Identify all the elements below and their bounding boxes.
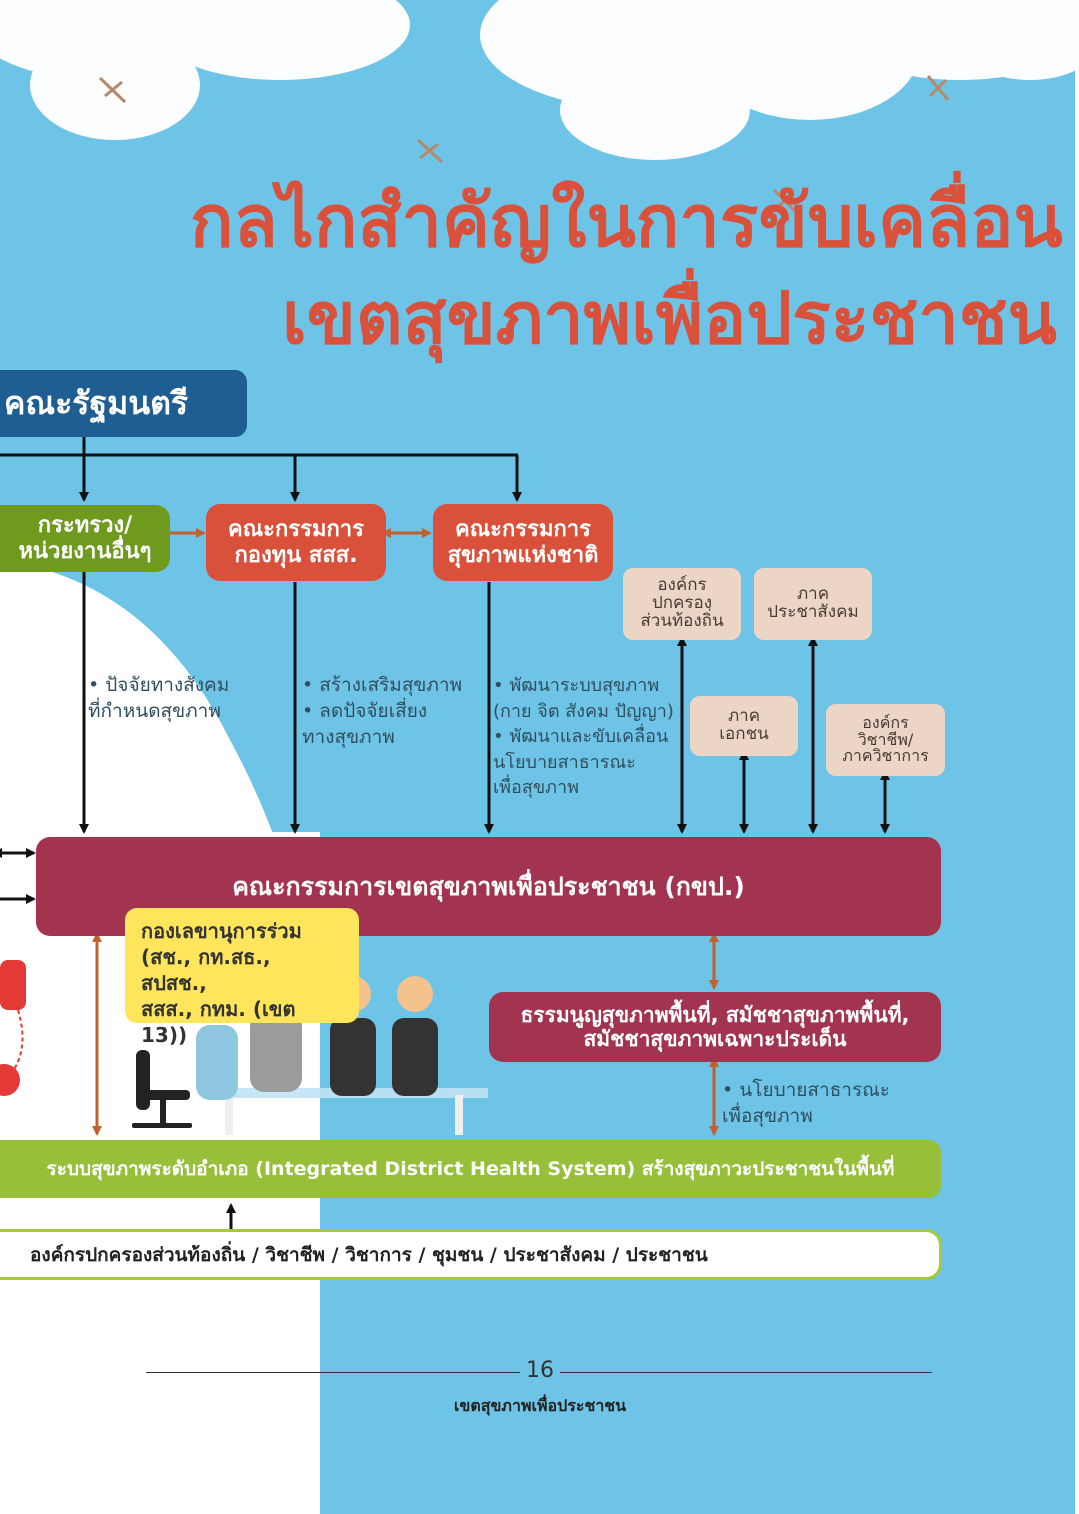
policy-note-2: เพื่อสุขภาพ xyxy=(722,1104,813,1127)
civil-society-label-1: ภาค xyxy=(796,584,830,605)
civil-society-label-2: ประชาสังคม xyxy=(767,602,859,622)
nhc-notes: • พัฒนาระบบสุขภาพ (กาย จิต สังคม ปัญญา) … xyxy=(493,673,674,801)
private-sector-label-2: เอกชน xyxy=(719,724,769,744)
secretariat-box: กองเลขานุการร่วม (สช., กท.สธ., สปสช., สส… xyxy=(125,908,359,1047)
nhc-label-2: สุขภาพแห่งชาติ xyxy=(447,542,599,568)
professional-label-3: ภาควิชาการ xyxy=(842,746,929,766)
private-sector-box: ภาค เอกชน xyxy=(690,696,798,756)
local-gov-label-3: ส่วนท้องถิ่น xyxy=(640,610,724,631)
dragonfly-icons xyxy=(98,75,950,214)
local-gov-label-1: องค์กร xyxy=(657,575,707,596)
professional-label-1: องค์กร xyxy=(862,712,909,732)
policy-notes: • นโยบายสาธารณะ เพื่อสุขภาพ xyxy=(722,1078,890,1130)
thaihealth-note-2: • ลดปัจจัยเสี่ยง xyxy=(302,699,428,722)
main-committee-label: คณะกรรมการเขตสุขภาพเพื่อประชาชน (กขป.) xyxy=(232,871,745,901)
local-government-box: องค์กร ปกครอง ส่วนท้องถิ่น xyxy=(623,568,741,640)
main-committee-box: คณะกรรมการเขตสุขภาพเพื่อประชาชน (กขป.) xyxy=(36,837,941,936)
thaihealth-note-1: • สร้างเสริมสุขภาพ xyxy=(302,674,463,696)
nhc-note-4: นโยบายสาธารณะ xyxy=(493,751,636,773)
ministry-notes: • ปัจจัยทางสังคม ที่กำหนดสุขภาพ xyxy=(88,673,229,725)
district-health-system-bar: ระบบสุขภาพระดับอำเภอ (Integrated Distric… xyxy=(0,1140,941,1198)
cabinet-label: คณะรัฐมนตรี xyxy=(4,384,189,422)
civil-society-box: ภาค ประชาสังคม xyxy=(754,568,872,640)
policy-note-1: • นโยบายสาธารณะ xyxy=(722,1079,891,1101)
nhc-label-1: คณะกรรมการ xyxy=(455,517,591,543)
ministry-label-2: หน่วยงานอื่นๆ xyxy=(18,538,152,564)
cabinet-box: คณะรัฐมนตรี xyxy=(0,370,247,437)
nhc-note-2: (กาย จิต สังคม ปัญญา) xyxy=(493,700,674,722)
thaihealth-label-2: กองทุน สสส. xyxy=(234,542,358,568)
stakeholders-bar: องค์กรปกครองส่วนท้องถิ่น / วิชาชีพ / วิช… xyxy=(0,1229,942,1280)
nhc-note-1: • พัฒนาระบบสุขภาพ xyxy=(493,675,660,696)
ministry-box: กระทรวง/ หน่วยงานอื่นๆ xyxy=(0,505,170,572)
ministry-note-1: • ปัจจัยทางสังคม xyxy=(88,674,230,696)
thaihealth-committee-box: คณะกรรมการ กองทุน สสส. xyxy=(206,504,386,581)
charter-line-2: สมัชชาสุขภาพเฉพาะประเด็น xyxy=(583,1027,847,1051)
private-sector-label-1: ภาค xyxy=(727,706,761,727)
health-charter-box: ธรรมนูญสุขภาพพื้นที่, สมัชชาสุขภาพพื้นที… xyxy=(489,992,941,1062)
thaihealth-notes: • สร้างเสริมสุขภาพ • ลดปัจจัยเสี่ยง ทางส… xyxy=(302,673,462,750)
page-edge xyxy=(1075,0,1079,1514)
publication-title: เขตสุขภาพเพื่อประชาชน xyxy=(453,1396,627,1415)
professional-academic-box: องค์กร วิชาชีพ/ ภาควิชาการ xyxy=(826,704,945,776)
secretariat-line-3: สสส., กทม. (เขต 13)) xyxy=(141,997,296,1047)
ministry-label-1: กระทรวง/ xyxy=(37,513,133,539)
thaihealth-note-3: ทางสุขภาพ xyxy=(302,725,395,748)
title-line-2: เขตสุขภาพเพื่อประชาชน xyxy=(282,276,1057,360)
page-number: 16 xyxy=(520,1358,560,1383)
blood-bag-icon xyxy=(0,960,26,1096)
nhc-note-5: เพื่อสุขภาพ xyxy=(493,777,579,799)
secretariat-line-1: กองเลขานุการร่วม xyxy=(141,919,302,943)
stakeholders-label: องค์กรปกครองส่วนท้องถิ่น / วิชาชีพ / วิช… xyxy=(30,1243,708,1266)
title-line-1: กลไกสำคัญในการขับเคลื่อน xyxy=(190,179,1063,263)
nhc-note-3: • พัฒนาและขับเคลื่อน xyxy=(493,726,669,748)
charter-line-1: ธรรมนูญสุขภาพพื้นที่, สมัชชาสุขภาพพื้นที… xyxy=(520,1002,910,1027)
secretariat-line-2: (สช., กท.สธ., สปสช., xyxy=(141,945,271,995)
national-health-committee-box: คณะกรรมการ สุขภาพแห่งชาติ xyxy=(433,504,613,581)
professional-label-2: วิชาชีพ/ xyxy=(857,729,914,749)
district-health-system-label: ระบบสุขภาพระดับอำเภอ (Integrated Distric… xyxy=(46,1158,895,1180)
local-gov-label-2: ปกครอง xyxy=(651,593,713,614)
ministry-note-2: ที่กำหนดสุขภาพ xyxy=(88,699,221,722)
thaihealth-label-1: คณะกรรมการ xyxy=(228,517,364,543)
office-chair-icon xyxy=(132,1050,192,1128)
